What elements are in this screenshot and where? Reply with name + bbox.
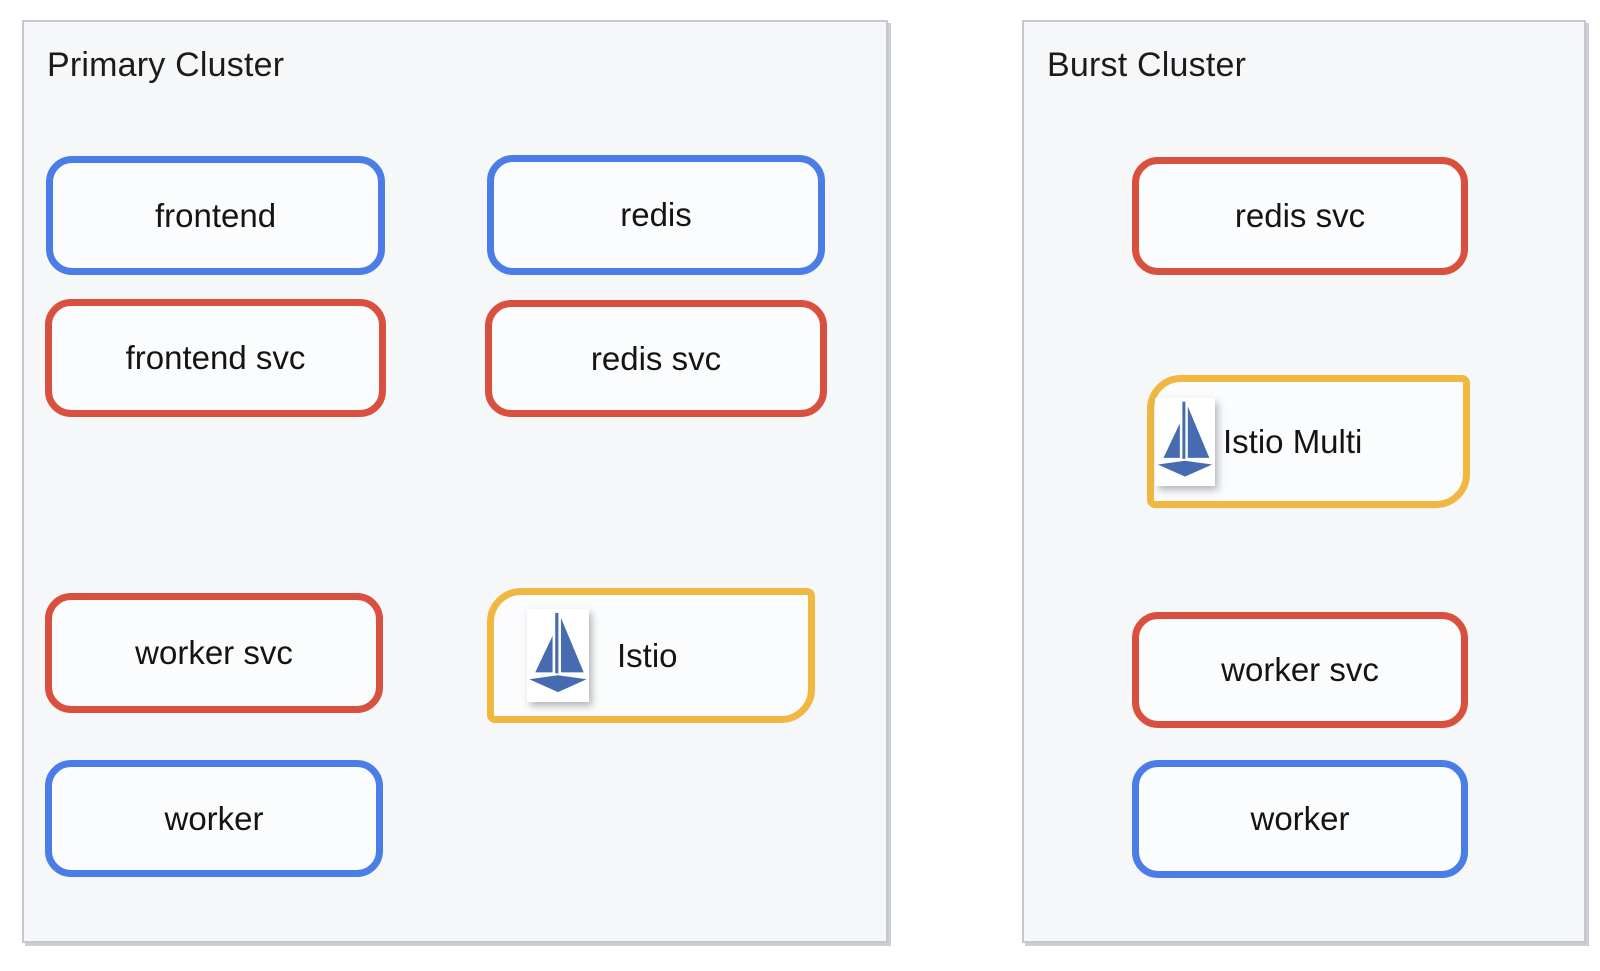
node-redis-svc-label: redis svc	[590, 339, 722, 377]
node-worker: worker	[45, 760, 383, 877]
istio-sailboat-icon	[1155, 397, 1215, 486]
node-frontend-svc-label: frontend svc	[125, 339, 306, 376]
node-frontend: frontend	[46, 156, 385, 275]
node-istio-multi: Istio Multi	[1147, 375, 1470, 508]
node-istio: Istio	[487, 588, 815, 723]
node-istio-label: Istio	[617, 636, 678, 674]
node-redis-label: redis	[620, 196, 692, 233]
node-redis: redis	[487, 155, 825, 275]
node-burst-worker-label: worker	[1250, 800, 1350, 837]
node-frontend-svc: frontend svc	[45, 299, 386, 417]
node-worker-svc-label: worker svc	[135, 634, 293, 671]
node-worker-label: worker	[164, 799, 264, 837]
cluster-primary: Primary Cluster frontend redis frontend …	[22, 20, 888, 943]
node-burst-worker: worker	[1132, 760, 1468, 878]
cluster-burst-title: Burst Cluster	[1047, 46, 1247, 84]
cluster-burst: Burst Cluster redis svc Istio Multi work…	[1022, 20, 1586, 943]
node-burst-redis-svc: redis svc	[1132, 157, 1468, 275]
cluster-primary-title: Primary Cluster	[47, 46, 285, 84]
node-frontend-label: frontend	[154, 196, 277, 234]
node-burst-redis-svc-label: redis svc	[1234, 197, 1366, 234]
node-istio-multi-label: Istio Multi	[1223, 422, 1363, 460]
node-burst-worker-svc-label: worker svc	[1221, 651, 1379, 688]
node-worker-svc: worker svc	[45, 593, 383, 713]
node-redis-svc: redis svc	[485, 300, 827, 417]
node-burst-worker-svc: worker svc	[1132, 612, 1468, 728]
istio-sailboat-icon	[527, 609, 589, 702]
